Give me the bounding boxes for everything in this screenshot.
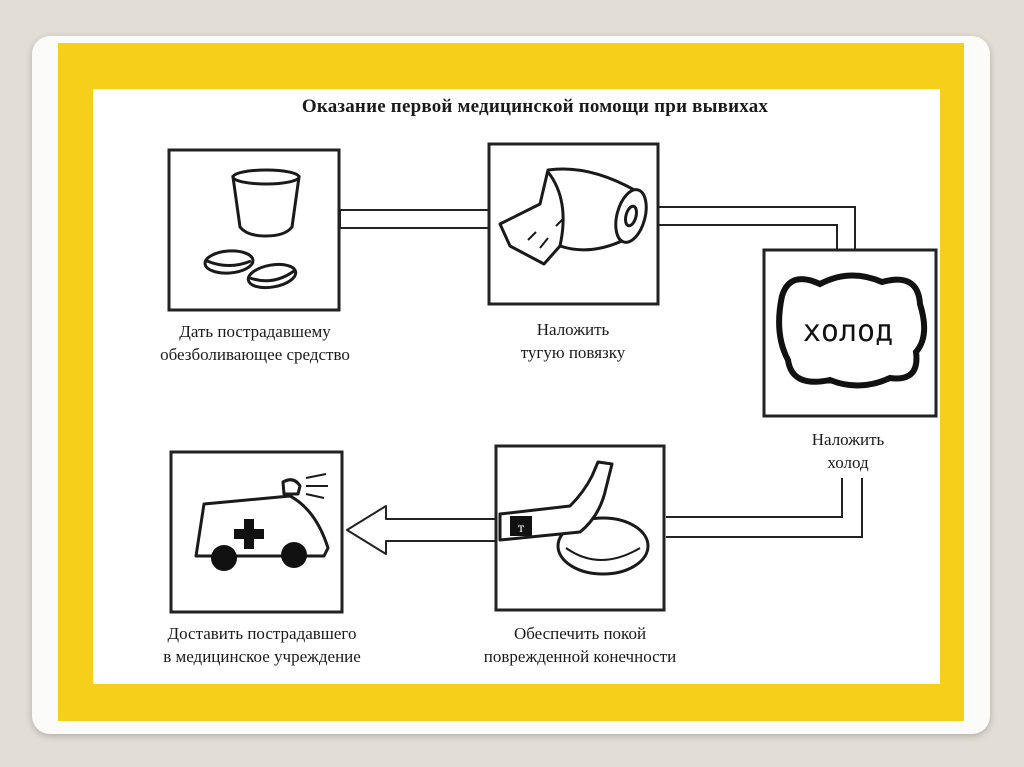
step-2-box <box>487 142 660 306</box>
step-4-caption-line-2: поврежденной конечности <box>483 647 677 666</box>
step-2-caption-line-1: Наложить <box>536 320 610 339</box>
step-2-caption-line-2: тугую повязку <box>520 343 626 362</box>
step-3-caption: Наложить холод <box>778 428 918 474</box>
pills-icon <box>203 168 301 290</box>
step-5-caption-line-1: Доставить пострадавшего <box>167 624 357 643</box>
connector-2-3 <box>657 206 856 250</box>
step-1-caption-line-1: Дать пострадавшему <box>179 322 331 341</box>
step-1-caption-line-2: обезболивающее средство <box>160 345 350 364</box>
connector-3-4 <box>666 478 863 538</box>
step-3-caption-line-1: Наложить <box>811 430 885 449</box>
immobilized-limb-icon: т <box>498 460 650 576</box>
step-4-caption: Обеспечить покой поврежденной конечности <box>440 622 720 668</box>
step-5-caption: Доставить пострадавшего в медицинское уч… <box>112 622 412 668</box>
diagram-title: Оказание первой медицинской помощи при в… <box>301 96 769 117</box>
step-2-caption: Наложить тугую повязку <box>478 318 668 364</box>
svg-text:т: т <box>518 521 524 536</box>
cold-pack-label: холод <box>803 314 893 349</box>
step-4-box: т <box>494 444 666 612</box>
ambulance-icon <box>194 473 330 571</box>
bandage-roll-icon <box>498 167 648 266</box>
step-3-caption-line-2: холод <box>827 453 869 472</box>
step-1-box <box>167 148 341 312</box>
step-1-caption: Дать пострадавшему обезболивающее средст… <box>110 320 400 366</box>
step-5-box <box>169 450 344 614</box>
step-3-box: холод <box>762 248 938 418</box>
arrow-4-5 <box>346 505 497 555</box>
cold-pack-icon: холод <box>776 272 928 389</box>
connector-1-2 <box>339 209 491 229</box>
step-5-caption-line-2: в медицинское учреждение <box>163 647 361 666</box>
step-4-caption-line-1: Обеспечить покой <box>513 624 647 643</box>
